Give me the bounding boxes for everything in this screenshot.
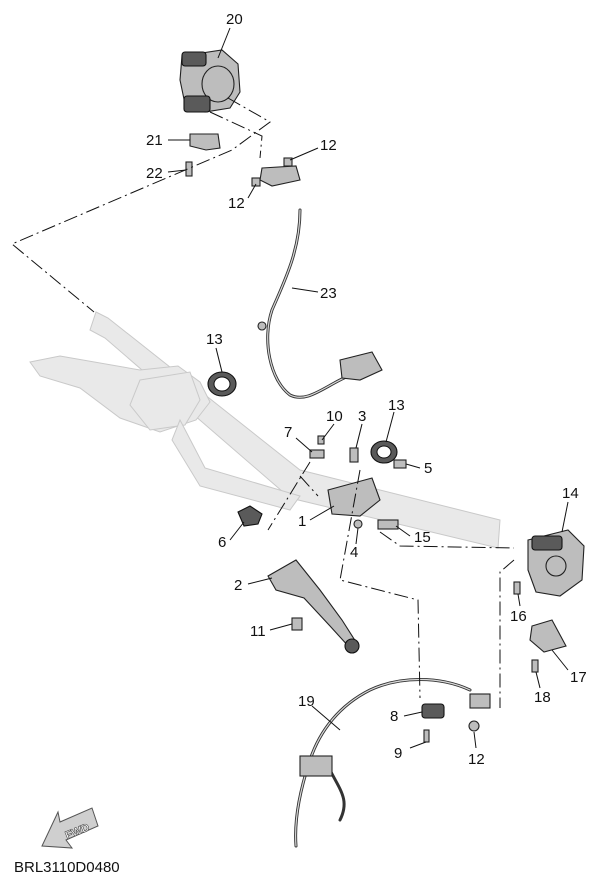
diagram-code: BRL3110D0480: [14, 859, 120, 876]
screw-9: [423, 729, 430, 743]
leader-lines: [167, 27, 569, 749]
fwd-arrow: FWD: [41, 807, 99, 849]
callout-14: 14: [562, 485, 579, 502]
callout-13: 13: [206, 331, 223, 348]
pin-11: [291, 617, 303, 631]
callout-23: 23: [320, 285, 337, 302]
screw-22: [185, 161, 193, 177]
callout-6: 6: [218, 534, 226, 551]
switch-housing-14: [527, 529, 585, 597]
callout-11: 11: [250, 623, 266, 640]
callout-18: 18: [534, 689, 551, 706]
callout-1: 1: [298, 513, 306, 530]
callout-12: 12: [320, 137, 337, 154]
handlebar-ghost: [29, 311, 501, 549]
switch-housing-20: [179, 49, 241, 113]
callout-16: 16: [510, 608, 527, 625]
fasteners-upper: [309, 435, 407, 469]
screw-16: [513, 581, 521, 595]
callout-12: 12: [468, 751, 485, 768]
callout-12: 12: [228, 195, 245, 212]
bolt-15: [377, 519, 399, 530]
clutch-lever-2: [267, 559, 360, 654]
callout-19: 19: [298, 693, 315, 710]
callout-13: 13: [388, 397, 405, 414]
collar-13-left: [207, 371, 237, 397]
callout-21: 21: [146, 132, 163, 149]
callout-15: 15: [414, 529, 431, 546]
callout-8: 8: [390, 708, 398, 725]
callout-10: 10: [326, 408, 343, 425]
callout-3: 3: [358, 408, 366, 425]
harness-23: [257, 165, 383, 399]
callout-7: 7: [284, 424, 292, 441]
collar-13-right: [370, 440, 398, 464]
callouts: 20 21 22 12 12 23 13 10 3 13 7 5 14 1 6 …: [146, 11, 587, 768]
callout-22: 22: [146, 165, 163, 182]
callout-4: 4: [350, 544, 358, 561]
harness-19: [294, 678, 491, 848]
bracket-17: [529, 619, 567, 653]
bracket-21: [189, 133, 221, 151]
assembly-lines: [11, 97, 515, 708]
callout-9: 9: [394, 745, 402, 762]
callout-2: 2: [234, 577, 242, 594]
screw-18: [531, 659, 539, 673]
callout-5: 5: [424, 460, 432, 477]
switch-8: [421, 703, 445, 719]
nut-12-lower: [468, 720, 480, 732]
callout-17: 17: [570, 669, 587, 686]
callout-20: 20: [226, 11, 243, 28]
bolt-6: [237, 505, 263, 527]
